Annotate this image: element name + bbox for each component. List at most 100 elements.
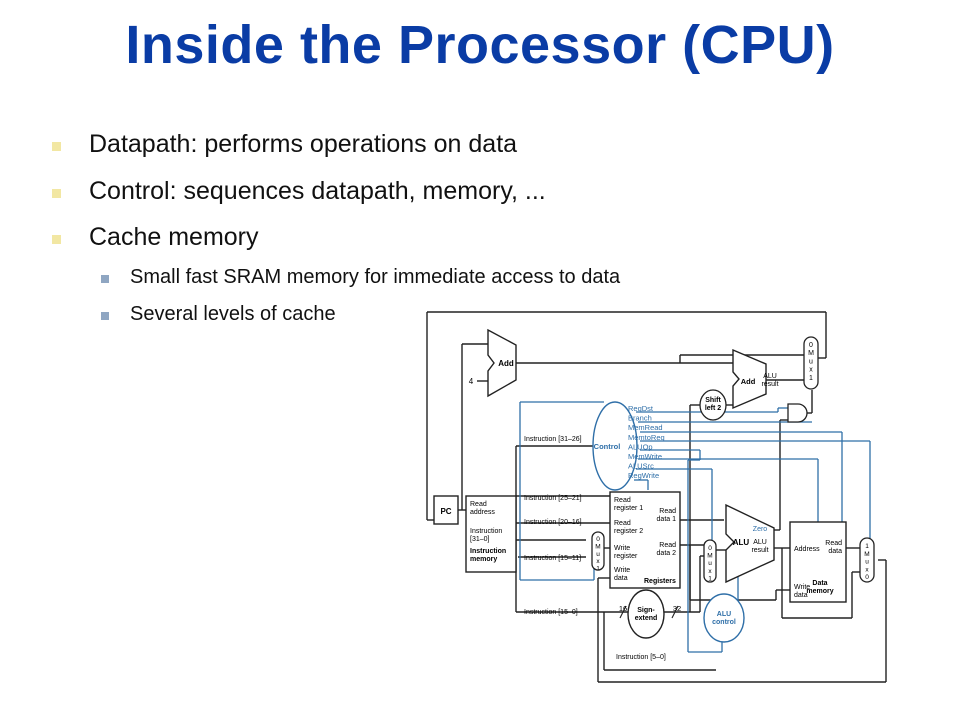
mux-alu-line: 0 xyxy=(708,545,712,552)
reg-read-register1-line: register 1 xyxy=(614,505,643,512)
imem-text: ReadaddressInstruction[31–0]Instructionm… xyxy=(470,501,506,563)
reg-write-register-line: Write xyxy=(614,545,630,552)
reg-write-register-line: register xyxy=(614,553,638,560)
instr-5-0-label: Instruction [5–0] xyxy=(616,654,666,661)
alu-control-line: control xyxy=(712,619,736,626)
dmem-title-line: memory xyxy=(806,588,833,595)
instr-25-21-label: Instruction [25–21] xyxy=(524,495,582,502)
bits16-label: 16 xyxy=(619,604,627,613)
mux-top-line: M xyxy=(808,350,814,357)
instr-15-0-label: Instruction [15–0] xyxy=(524,609,578,616)
sign-extend-line: Sign- xyxy=(637,607,655,614)
alu-control-line: ALU xyxy=(717,611,731,618)
control-unit xyxy=(592,401,638,491)
instr-20-16-label: Instruction [20–16] xyxy=(524,519,582,526)
bullet-square-icon xyxy=(52,235,61,244)
slide-title: Inside the Processor (CPU) xyxy=(125,15,835,75)
control-label: Control xyxy=(594,442,621,451)
reg-read-register2-line: register 2 xyxy=(614,528,643,535)
signal-branch-label: Branch xyxy=(628,414,652,423)
mux-mem-line: x xyxy=(865,566,869,573)
reg-title-line: Registers xyxy=(644,578,676,585)
pc-source-mux xyxy=(803,336,819,390)
signal-memwrite-label: MemWrite xyxy=(628,452,662,461)
bullet-list: Datapath: performs operations on data Co… xyxy=(0,0,960,340)
bullet-square-icon xyxy=(52,142,61,151)
shift-left-2 xyxy=(699,389,727,421)
mux-mem-line: 1 xyxy=(865,543,869,550)
datapath-wires xyxy=(426,311,887,683)
mux-reg-line: u xyxy=(596,551,600,558)
reg-read-data1-line: data 1 xyxy=(657,516,677,523)
zero-label: Zero xyxy=(753,526,768,533)
alu-control xyxy=(703,593,745,643)
reg-write-data-line: data xyxy=(614,575,628,582)
alusrc-mux xyxy=(703,539,717,583)
mux-top-line: u xyxy=(809,358,813,365)
pc-adder xyxy=(487,328,517,398)
signal-regdst-label: RegDst xyxy=(628,404,654,413)
mux-alu-line: M xyxy=(707,553,712,560)
main-alu xyxy=(725,503,775,584)
signal-regwrite-label: RegWrite xyxy=(628,471,659,480)
reg-read-data2-line: Read xyxy=(659,542,676,549)
pc-label: PC xyxy=(440,507,451,516)
imem-instruction-line: Instruction xyxy=(470,528,502,535)
pc-register xyxy=(433,495,459,525)
memtoreg-mux xyxy=(859,537,875,583)
reg-read-register1-line: Read xyxy=(614,497,631,504)
shift-line: left 2 xyxy=(705,405,721,412)
four-label: 4 xyxy=(469,377,474,386)
branch-and-gate xyxy=(787,403,808,423)
sub-bullet-square-icon xyxy=(101,312,109,320)
mux-alu-line: 1 xyxy=(708,575,712,582)
sub-bullet-text: Several levels of cache xyxy=(130,303,336,325)
mux-top-line: 1 xyxy=(809,375,813,382)
alu-result-line: ALU xyxy=(753,539,767,546)
bullet-text: Datapath: performs operations on data xyxy=(89,130,518,158)
mux-mem-line: u xyxy=(865,559,869,566)
data-memory xyxy=(789,521,847,603)
mux-alu-line: u xyxy=(708,560,712,567)
branch-adder xyxy=(732,348,767,410)
control-signal-labels: RegDstBranchMemReadMemtoRegALUOpMemWrite… xyxy=(628,404,665,480)
mux-alu-line: x xyxy=(708,568,712,575)
mux-reg-line: x xyxy=(596,558,600,565)
dmem-title-line: Data xyxy=(812,580,827,587)
regdst-mux xyxy=(591,531,605,571)
add2-label: Add xyxy=(741,377,756,386)
shift-line: Shift xyxy=(705,397,721,404)
sub-bullet-square-icon xyxy=(101,275,109,283)
dmem-read-data-line: data xyxy=(828,548,842,555)
mux-reg-line: 1 xyxy=(596,566,600,573)
imem-read-address-line: address xyxy=(470,509,495,516)
alu-result-line: result xyxy=(751,547,768,554)
imem-read-address-line: Read xyxy=(470,501,487,508)
mux-reg-line: M xyxy=(595,543,600,550)
add1-label: Add xyxy=(498,359,514,368)
dmem-write-data-line: data xyxy=(794,592,808,599)
signal-memread-label: MemRead xyxy=(628,423,663,432)
bullet-text: Control: sequences datapath, memory, ... xyxy=(89,177,546,205)
instruction-memory xyxy=(465,495,517,573)
reg-read-data1-line: Read xyxy=(659,508,676,515)
instr-31-26-label: Instruction [31–26] xyxy=(524,436,582,443)
reg-read-data2-line: data 2 xyxy=(657,550,677,557)
sign-extend xyxy=(627,589,665,639)
sign-extend-text: Sign-extend xyxy=(635,607,658,622)
dmem-write-data-line: Write xyxy=(794,584,810,591)
signal-alusrc-label: ALUSrc xyxy=(628,462,654,471)
reg-write-data-line: Write xyxy=(614,567,630,574)
sign-extend-line: extend xyxy=(635,615,658,622)
signal-memtoreg-label: MemtoReg xyxy=(628,433,665,442)
mux-top-line: x xyxy=(809,367,813,374)
mux-reg-line: 0 xyxy=(596,536,600,543)
